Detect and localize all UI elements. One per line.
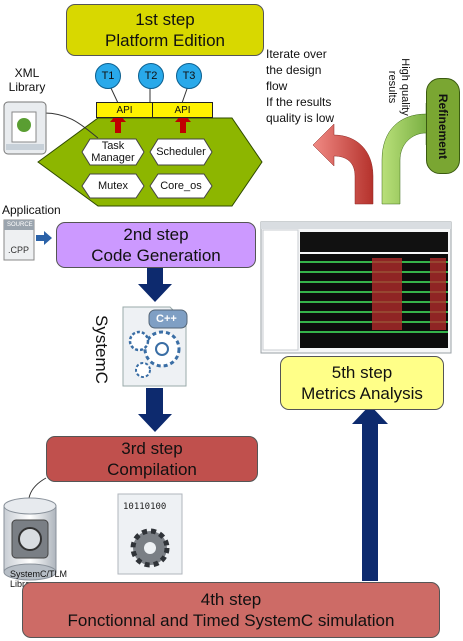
task-node-t1: T1	[95, 63, 121, 89]
task-node-t3: T3	[176, 63, 202, 89]
step2-subtitle: Code Generation	[91, 246, 221, 265]
refinement-box: Refinement	[426, 78, 460, 174]
task-manager-label: Task Manager	[91, 140, 135, 164]
cpp-ext-label: .CPP	[8, 245, 30, 255]
binary-gear-icon	[117, 493, 183, 575]
iterate-line-5: quality is low	[266, 111, 335, 125]
step1-title: 1st step	[135, 10, 195, 29]
xml-library-icon	[3, 101, 47, 155]
arrow-step2-to-systemc	[138, 267, 172, 302]
step5-title: 5th step	[331, 363, 393, 382]
xml-library-label: XML Library	[8, 66, 46, 94]
mutex-shape	[81, 173, 145, 199]
step5-subtitle: Metrics Analysis	[301, 384, 423, 403]
step4-title: 4th step	[200, 590, 262, 609]
application-arrow	[36, 231, 52, 245]
api-bar-left: API	[96, 102, 153, 118]
high-quality-line-1: High quality	[399, 58, 411, 116]
step1-subtitle: Platform Edition	[105, 31, 225, 50]
step3-subtitle: Compilation	[107, 460, 197, 479]
iterate-line-1: Iterate over	[266, 47, 327, 61]
systemc-tlm-library-icon	[3, 497, 57, 581]
task-manager-shape	[81, 138, 145, 166]
api-bar-right: API	[152, 102, 213, 118]
iterate-line-2: the design	[266, 63, 322, 77]
step1-box: 1st step Platform Edition	[66, 4, 264, 56]
core-os-label: Core_os	[160, 180, 202, 192]
api-arrow-right	[175, 113, 191, 133]
cpp-source-label: SOURCE	[7, 222, 33, 228]
step4-box: 4th step Fonctionnal and Timed SystemC s…	[22, 582, 440, 638]
application-label: Application	[2, 203, 61, 217]
step2-title: 2nd step	[123, 225, 189, 244]
simulation-waveform-screenshot	[260, 221, 452, 354]
iterate-line-3: flow	[266, 79, 288, 93]
platform-hexagon	[37, 117, 263, 207]
scheduler-shape	[149, 138, 213, 166]
step5-box: 5th step Metrics Analysis	[280, 356, 444, 410]
arrow-systemc-to-step3	[138, 388, 172, 432]
cpp-badge: C++	[156, 313, 177, 325]
high-quality-line-2: results	[386, 70, 398, 104]
step3-title: 3rd step	[121, 439, 183, 458]
systemc-file-icon	[122, 306, 188, 387]
iterate-arrow	[312, 123, 374, 205]
core-os-shape	[149, 173, 213, 199]
step4-subtitle: Fonctionnal and Timed SystemC simulation	[67, 611, 395, 630]
iterate-line-4: If the results	[266, 95, 332, 109]
step3-box: 3rd step Compilation	[46, 436, 258, 482]
arrow-step4-to-step5	[352, 405, 388, 581]
step2-box: 2nd step Code Generation	[56, 222, 256, 268]
systemc-label: SystemC	[92, 315, 111, 384]
binary-label: 10110100	[123, 502, 167, 512]
api-arrow-left	[110, 113, 126, 133]
mutex-label: Mutex	[98, 180, 128, 192]
iterate-text: Iterate over the design flow If the resu…	[266, 46, 334, 126]
task-node-t2: T2	[138, 63, 164, 89]
cpp-file-icon	[3, 219, 35, 261]
scheduler-label: Scheduler	[156, 146, 206, 158]
refinement-label: Refinement	[436, 93, 451, 159]
high-quality-label: High quality results	[385, 46, 411, 128]
